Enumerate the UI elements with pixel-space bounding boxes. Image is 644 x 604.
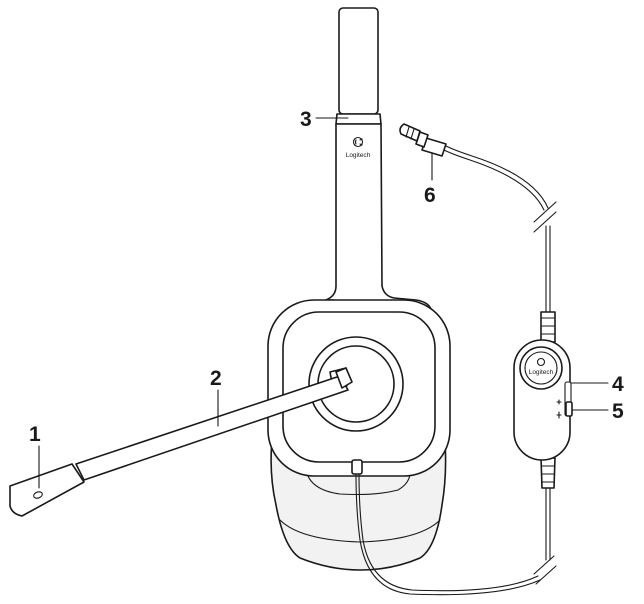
headset-cable: [355, 473, 557, 596]
plug-cable: [443, 145, 557, 313]
headband-logo: Logitech: [346, 136, 371, 159]
callout-leaders: [38, 117, 609, 489]
controller-logo-text: Logitech: [529, 369, 554, 376]
callout-2: 2: [210, 367, 222, 390]
callout-3: 3: [300, 108, 312, 131]
callout-labels: 1 2 3 4 5 6: [29, 108, 624, 446]
headband-logo-text: Logitech: [346, 152, 371, 159]
callout-1: 1: [29, 423, 41, 446]
callout-4: 4: [612, 373, 624, 396]
boom-microphone: [9, 367, 353, 517]
callout-6: 6: [424, 184, 436, 207]
headband: [319, 7, 433, 313]
inline-controller: Logitech: [513, 311, 573, 489]
callout-5: 5: [612, 400, 624, 423]
audio-plug: [399, 123, 447, 157]
